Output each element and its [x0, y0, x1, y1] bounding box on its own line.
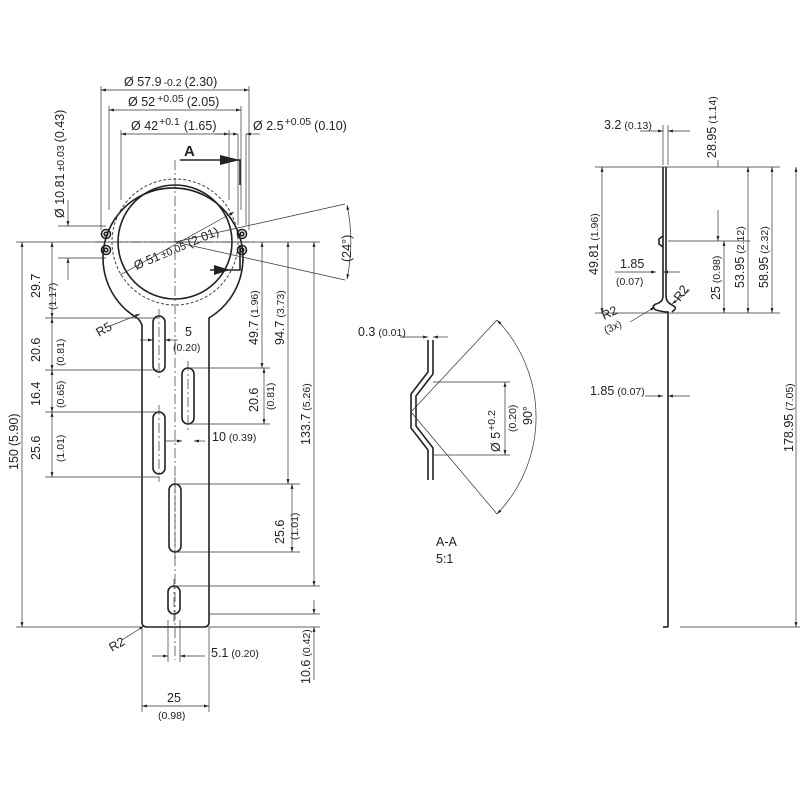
dim-133-7: 133.7(5.26)	[299, 383, 313, 445]
dim-d6: Ø 51±0.05(2.01)	[132, 224, 221, 272]
side-profile-inner	[665, 167, 677, 313]
dim-25-6a-in: (1.01)	[55, 435, 67, 462]
dim-r2: R2	[107, 634, 128, 654]
dim-10: 10(0.39)	[212, 430, 256, 444]
dim-section-d5: Ø 5+0.2	[486, 410, 503, 452]
dim-5-in: (0.20)	[173, 342, 200, 354]
dim-25-6a: 25.6	[29, 436, 43, 460]
dim-side-49-81: 49.81(1.96)	[587, 213, 601, 275]
dim-29-7: 29.7	[29, 274, 43, 298]
dim-20-6b: 20.6	[247, 388, 261, 412]
dim-side-58-95: 58.95(2.32)	[757, 226, 771, 288]
section-scale: 5:1	[436, 552, 453, 566]
dim-side-1-85a: 1.85	[620, 257, 644, 271]
dim-r5: R5	[94, 319, 115, 339]
dim-d3: Ø 42+0.1(1.65)	[131, 116, 217, 133]
section-marker-arrow-top	[180, 159, 241, 185]
slot	[152, 405, 166, 482]
dim-angle: (24°)	[340, 235, 354, 262]
dim-section-d5-in: (0.20)	[507, 405, 519, 432]
front-view: A Ø 57.9-0.2(2.30) Ø 52+0.05(2.05) Ø 42+…	[7, 75, 354, 722]
dim-d5: Ø 10.81±0.03(0.43)	[53, 110, 67, 218]
dim-10-6: 10.6(0.42)	[299, 629, 313, 684]
dim-5-1: 5.1(0.20)	[211, 646, 259, 660]
dim-side-thickness: 3.2(0.13)	[604, 118, 652, 132]
dim-25-6b: 25.6	[273, 520, 287, 544]
dim-150: 150(5.90)	[7, 413, 21, 470]
section-marker-label: A	[184, 143, 195, 160]
dim-25-in: (0.98)	[158, 710, 185, 722]
dim-20-6a: 20.6	[29, 338, 43, 362]
dim-side-28-95: 28.95(1.14)	[705, 96, 719, 158]
dim-d1: Ø 57.9-0.2(2.30)	[124, 75, 217, 89]
dim-side-25: 25(0.98)	[709, 256, 723, 300]
slot	[167, 579, 181, 622]
bracket-outline	[102, 187, 244, 628]
side-view: 3.2(0.13) 28.95(1.14) 49.81(1.96) 53.95(…	[587, 96, 800, 628]
slot	[181, 361, 195, 432]
section-profile	[410, 340, 429, 480]
dim-25: 25	[167, 691, 181, 705]
dim-d2: Ø 52+0.05(2.05)	[128, 93, 219, 109]
dim-section-thickness: 0.3(0.01)	[358, 325, 406, 339]
dim-16-4-in: (0.65)	[55, 381, 67, 408]
dim-20-6a-in: (0.81)	[55, 339, 67, 366]
dim-side-53-95: 53.95(2.12)	[733, 226, 747, 288]
dim-side-r2b: R2	[599, 303, 619, 322]
section-label: A-A	[436, 535, 458, 549]
slot	[168, 477, 182, 560]
dim-5: 5	[185, 325, 192, 339]
dim-29-7-in: (1.17)	[47, 283, 59, 310]
dim-20-6b-in: (0.81)	[265, 383, 277, 410]
dim-d4: Ø 2.5+0.05(0.10)	[253, 116, 347, 133]
dim-16-4: 16.4	[29, 382, 43, 406]
screw-hole-left	[100, 228, 112, 256]
slot	[152, 309, 166, 380]
dim-94-7: 94.7(3.73)	[273, 290, 287, 345]
dim-side-178-95: 178.95(7.05)	[782, 383, 796, 452]
dim-side-r2a: R2	[671, 283, 692, 304]
dim-49-7: 49.7(1.96)	[247, 290, 261, 345]
dim-section-angle: 90°	[521, 406, 535, 425]
section-a-a: Ø 5+0.2 (0.20) 0.3(0.01) 90° A-A 5:1	[358, 319, 537, 566]
dim-side-1-85b: 1.85(0.07)	[590, 384, 645, 398]
dim-side-1-85a-in: (0.07)	[616, 276, 643, 288]
dim-25-6b-in: (1.01)	[289, 513, 301, 540]
